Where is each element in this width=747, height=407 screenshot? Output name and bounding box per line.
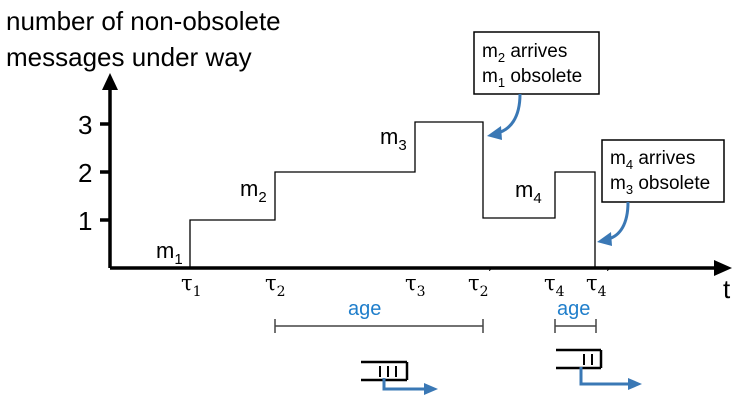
age-label-1: age [348, 298, 381, 320]
queue-icon-three [361, 360, 438, 395]
tau-2-label: τ2 [265, 271, 286, 300]
y-axis-arrowhead [102, 73, 118, 90]
y-tick-label-3: 3 [78, 110, 92, 140]
label-m1: m1 [156, 238, 183, 268]
y-ticks: 1 2 3 [78, 110, 110, 236]
age-label-2: age [557, 298, 590, 320]
callout-2-arrowhead [597, 232, 612, 246]
age-interval-1: age [274, 298, 484, 333]
y-tick-label-2: 2 [78, 158, 92, 188]
label-m4: m4 [515, 177, 542, 207]
callout-2-line2: m3 obsolete [610, 173, 710, 197]
y-axis-title-line2: messages under way [6, 42, 252, 72]
tau-1-label: τ1 [181, 271, 202, 300]
callout-box-1 [473, 31, 600, 95]
callout-1-line2: m1 obsolete [482, 66, 582, 90]
y-tick-label-1: 1 [78, 206, 92, 236]
x-axis-title: t [723, 274, 731, 304]
y-axis-title-line1: number of non-obsolete [6, 6, 281, 36]
x-axis-arrowhead [714, 260, 732, 276]
callout-m4-arrives: m4 arrives m3 obsolete [597, 139, 725, 246]
tau-4-prime-label: τ4′ [586, 263, 612, 300]
tau-4-label: τ4 [544, 271, 565, 300]
step-curve [189, 121, 596, 268]
label-m2: m2 [240, 176, 267, 206]
tau-3-label: τ3 [405, 271, 426, 300]
tau-2-prime-label: τ2′ [468, 263, 494, 300]
axes [102, 73, 732, 276]
callout-2-line1: m4 arrives [610, 148, 695, 172]
label-m3: m3 [380, 124, 407, 154]
callout-1-arrowhead [487, 126, 502, 140]
age-interval-2: age [554, 298, 597, 333]
queue-icon-two [556, 348, 642, 390]
callout-box-2 [601, 139, 725, 203]
callout-m2-arrives: m2 arrives m1 obsolete [473, 31, 600, 140]
tau-labels: τ1 τ2 τ3 τ2′ τ4 τ4′ [181, 263, 612, 300]
callout-1-line1: m2 arrives [482, 41, 567, 65]
